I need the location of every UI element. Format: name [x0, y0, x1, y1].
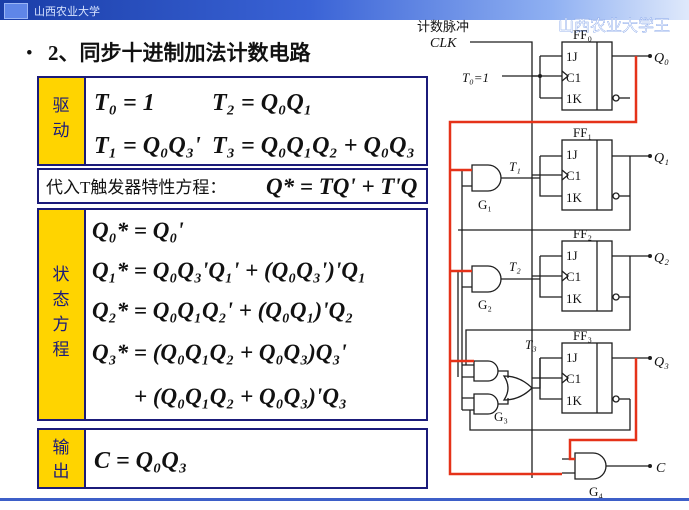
- drive-label-2: 动: [53, 121, 70, 140]
- bullet-dot: •: [26, 43, 33, 64]
- eq-q0-next: Q₀* = Q₀': [92, 218, 184, 243]
- eq-t3: T₃ = Q₀Q₁Q₂ + Q₀Q₃: [212, 133, 415, 159]
- eq-t2: T₂ = Q₀Q₁: [212, 90, 312, 116]
- gate-g3-and-or: [462, 358, 541, 415]
- state-label-2: 态: [53, 290, 70, 309]
- ff1-label: FF₁: [573, 125, 592, 140]
- state-label-1: 状: [53, 265, 70, 284]
- ff2-label: FF₂: [573, 226, 592, 241]
- state-label-3: 方: [53, 315, 70, 334]
- state-label-cell: [37, 208, 86, 421]
- output-label-2: 出: [53, 462, 70, 481]
- clock-name: CLK: [430, 36, 457, 51]
- t1-label: T₁: [509, 159, 521, 174]
- characteristic-equation: Q* = TQ' + T'Q: [266, 174, 417, 199]
- university-small-label: 山西农业大学: [34, 5, 100, 18]
- output-q1: Q₁: [654, 151, 669, 166]
- eq-q2-next: Q₂* = Q₀Q₁Q₂' + (Q₀Q₁)'Q₂: [92, 298, 353, 323]
- flip-flop-ff0: FF₀ 1J C1 1K: [532, 27, 650, 111]
- gate-g2-and: [462, 265, 540, 293]
- ff2-pin-c: C1: [566, 269, 581, 284]
- gate-g3-label: G₃: [494, 409, 508, 424]
- t0-input-label: T₀=1: [462, 70, 489, 85]
- output-q2: Q₂: [654, 251, 669, 266]
- ff3-pin-j: 1J: [566, 350, 578, 365]
- eq-c: C = Q₀Q₃: [94, 448, 187, 474]
- flip-flop-ff3: FF₃ 1J C1 1K: [532, 328, 650, 414]
- ff2-pin-j: 1J: [566, 248, 578, 263]
- gate-g4-label: G₄: [589, 484, 603, 499]
- ff1-pin-j: 1J: [566, 147, 578, 162]
- q3-bar-wire: [469, 399, 631, 431]
- counter-circuit: 计数脉冲 CLK T₀=1 FF₀ 1J C1 1K Q₀ FF₁ 1: [417, 19, 669, 499]
- output-q3: Q₃: [654, 355, 669, 370]
- gate-g1-label: G₁: [478, 197, 492, 212]
- state-label-4: 程: [53, 340, 70, 359]
- drive-label-cell: [37, 76, 86, 166]
- title-bar: 山西农业大学: [0, 0, 689, 20]
- eq-q3-next-a: Q₃* = (Q₀Q₁Q₂ + Q₀Q₃)Q₃': [92, 340, 347, 365]
- ff3-label: FF₃: [573, 328, 592, 343]
- t3-label: T₃: [525, 337, 537, 352]
- eq-q3-next-b: + (Q₀Q₁Q₂ + Q₀Q₃)'Q₃: [134, 384, 347, 409]
- ff0-pin-k: 1K: [566, 91, 583, 106]
- output-q0: Q₀: [654, 51, 669, 66]
- bottom-rule: [0, 498, 689, 501]
- flip-flop-ff2: FF₂ 1J C1 1K: [532, 226, 650, 312]
- q0-feedback-wire: [448, 56, 638, 476]
- gate-g2-label: G₂: [478, 297, 492, 312]
- ff3-pin-k: 1K: [566, 393, 583, 408]
- eq-t0: T₀ = 1: [94, 90, 155, 116]
- output-c: C: [656, 461, 666, 476]
- substitute-row: 代入T触发器特性方程： Q* = TQ' + T'Q: [37, 168, 428, 204]
- state-equation-box: 状 态 方 程 Q₀* = Q₀' Q₁* = Q₀Q₃'Q₁' + (Q₀Q₃…: [37, 208, 428, 421]
- ff0-pin-j: 1J: [566, 49, 578, 64]
- eq-t1: T₁ = Q₀Q₃': [94, 133, 201, 159]
- ff3-pin-c: C1: [566, 371, 581, 386]
- clock-title: 计数脉冲: [417, 19, 469, 34]
- ff0-pin-c: C1: [566, 70, 581, 85]
- logo-square: [4, 3, 28, 19]
- feedback-wires-black: [469, 399, 631, 431]
- output-label-cell: [37, 428, 86, 489]
- clk-line: [470, 41, 533, 478]
- flip-flop-ff1: FF₁ 1J C1 1K: [532, 125, 650, 211]
- ff1-pin-k: 1K: [566, 190, 583, 205]
- drive-label-1: 驱: [53, 96, 70, 115]
- drive-equation-box: 驱 动 T₀ = 1 T₂ = Q₀Q₁ T₁ = Q₀Q₃' T₃ = Q₀Q…: [37, 76, 428, 166]
- eq-q1-next: Q₁* = Q₀Q₃'Q₁' + (Q₀Q₃')'Q₁: [92, 258, 366, 283]
- q3-feedback-wire: [568, 358, 638, 461]
- ff1-pin-c: C1: [566, 168, 581, 183]
- feedback-wires: [448, 56, 638, 476]
- substitute-text: 代入T触发器特性方程：: [46, 178, 226, 197]
- university-watermark: 山西农业大学王: [558, 17, 670, 35]
- q2-feed: [465, 256, 631, 365]
- output-equation-box: 输 出 C = Q₀Q₃: [37, 428, 428, 489]
- q1-feed: [458, 156, 631, 231]
- ff0-label: FF₀: [573, 27, 592, 42]
- gate-g1-and: [462, 164, 540, 192]
- gate-g4-and: [562, 452, 650, 480]
- slide-title: 2、同步十进制加法计数电路: [48, 41, 311, 65]
- t2-label: T₂: [509, 259, 521, 274]
- ff2-pin-k: 1K: [566, 291, 583, 306]
- output-label-1: 输: [53, 438, 70, 457]
- output-terminals: [648, 54, 652, 468]
